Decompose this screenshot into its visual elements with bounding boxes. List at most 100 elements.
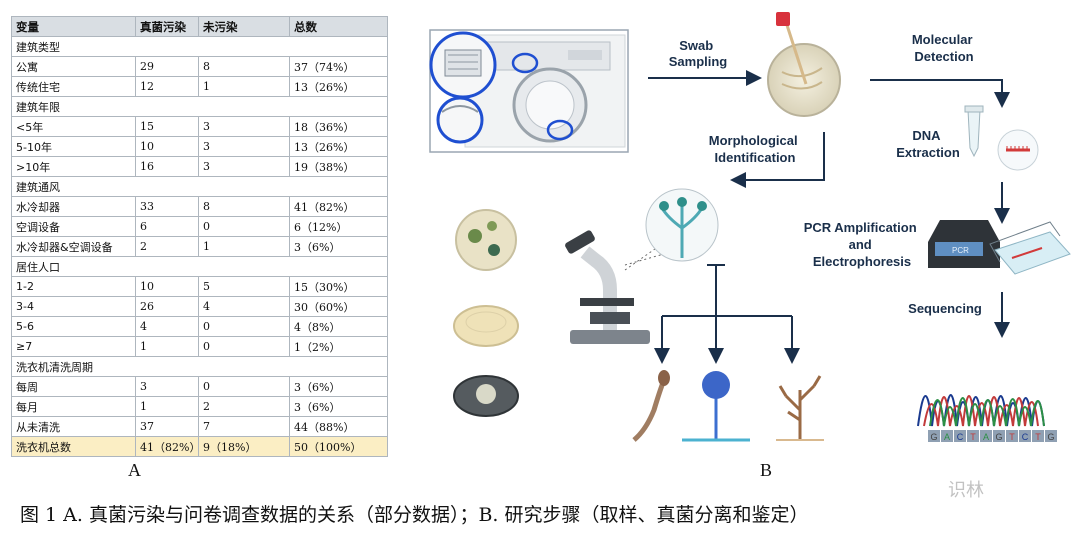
table-section-row: 洗衣机清洗周期 xyxy=(11,356,388,377)
dna-letter: T xyxy=(970,432,976,442)
table-cell: 水冷却器 xyxy=(11,196,136,217)
table-cell: 0 xyxy=(198,316,290,337)
dna-letter-box xyxy=(993,430,1005,442)
table-cell: 5 xyxy=(198,276,290,297)
dna-letter: T xyxy=(1009,432,1015,442)
table-cell: 每月 xyxy=(11,396,136,417)
table-cell: 13（26%） xyxy=(289,76,388,97)
table-cell: 1 xyxy=(198,76,290,97)
table-cell: 3 xyxy=(135,376,199,397)
table-cell: 空调设备 xyxy=(11,216,136,237)
table-cell: 3 xyxy=(198,136,290,157)
sequencing-label: Sequencing xyxy=(908,301,982,316)
table-cell: 传统住宅 xyxy=(11,76,136,97)
table-section-row: 建筑通风 xyxy=(11,176,388,197)
fungus-morph-3-image xyxy=(776,375,824,441)
table-cell: 1 xyxy=(198,236,290,257)
table-cell: <5年 xyxy=(11,116,136,137)
table-cell: >10年 xyxy=(11,156,136,177)
dna-label: DNA Extraction xyxy=(896,128,960,160)
section-title: 居住人口 xyxy=(11,256,388,277)
table-section-row: 居住人口 xyxy=(11,256,388,277)
dna-letter-box xyxy=(928,430,940,442)
dna-letter-box xyxy=(1045,430,1057,442)
table-cell: 26 xyxy=(135,296,199,317)
svg-text:PCR: PCR xyxy=(952,246,969,255)
watermark: 识林 xyxy=(948,480,984,501)
table-cell: 3 xyxy=(198,116,290,137)
table-cell: 5-10年 xyxy=(11,136,136,157)
section-title: 建筑通风 xyxy=(11,176,388,197)
dna-letter-box xyxy=(1019,430,1031,442)
section-title: 建筑类型 xyxy=(11,36,388,57)
table-cell: 2 xyxy=(198,396,290,417)
dna-letter: A xyxy=(944,432,950,442)
fungus-morph-1-image xyxy=(632,370,670,442)
table-cell: 16 xyxy=(135,156,199,177)
table-header-row: 变量真菌污染未污染总数 xyxy=(11,16,388,37)
table-cell: 10 xyxy=(135,276,199,297)
table-cell: 0 xyxy=(198,336,290,357)
table-cell: 10 xyxy=(135,136,199,157)
workflow-diagram: Swab Sampling Molecular Detection Morpho… xyxy=(429,12,1071,442)
table-cell: 5-6 xyxy=(11,316,136,337)
table-cell: 公寓 xyxy=(11,56,136,77)
dna-letter-box xyxy=(980,430,992,442)
table-cell: 8 xyxy=(198,56,290,77)
table-cell: 1 xyxy=(135,396,199,417)
microscope-image xyxy=(565,230,650,344)
table-cell: 12 xyxy=(135,76,199,97)
table-cell: 19（38%） xyxy=(289,156,388,177)
table-cell: 50（100%） xyxy=(289,436,388,457)
table-cell: 30（60%） xyxy=(289,296,388,317)
fungus-morph-2-image xyxy=(682,371,750,442)
hyphae-zoom-image xyxy=(624,188,719,271)
table-cell: 4（8%） xyxy=(289,316,388,337)
dna-letter-box xyxy=(1006,430,1018,442)
table-cell: 0 xyxy=(198,376,290,397)
panel-b-label: B xyxy=(760,460,773,480)
table-cell: 3（6%） xyxy=(289,376,388,397)
dna-letter: C xyxy=(1022,432,1029,442)
section-title: 洗衣机清洗周期 xyxy=(11,356,388,377)
table-cell: 6（12%） xyxy=(289,216,388,237)
table-section-row: 建筑年限 xyxy=(11,96,388,117)
table-section-row: 建筑类型 xyxy=(11,36,388,57)
table-cell: 洗衣机总数 xyxy=(11,436,136,457)
petri-dish-swab-image xyxy=(767,12,841,117)
table-cell: 13（26%） xyxy=(289,136,388,157)
morph-label: Morphological Identification xyxy=(709,133,801,165)
table-cell: 3（6%） xyxy=(289,396,388,417)
molecular-label: Molecular Detection xyxy=(912,32,976,64)
table-header-cell: 总数 xyxy=(289,16,388,37)
table-cell: 0 xyxy=(198,216,290,237)
table-header-cell: 未污染 xyxy=(198,16,290,37)
table-cell: 水冷却器&空调设备 xyxy=(11,236,136,257)
table-cell: 7 xyxy=(198,416,290,437)
table-cell: 3 xyxy=(198,156,290,177)
table-cell: 37 xyxy=(135,416,199,437)
table-cell: 从未清洗 xyxy=(11,416,136,437)
figure-caption: 图 1 A. 真菌污染与问卷调查数据的关系（部分数据）；B. 研究步骤（取样、真… xyxy=(20,504,809,526)
swab-label: Swab Sampling xyxy=(669,38,728,69)
dna-letter: G xyxy=(995,432,1002,442)
culture-plate-2-image xyxy=(453,305,519,347)
table-cell: 15（30%） xyxy=(289,276,388,297)
dna-letter-box xyxy=(967,430,979,442)
dna-letter-box xyxy=(941,430,953,442)
table-cell: 3-4 xyxy=(11,296,136,317)
table-cell: 1 xyxy=(135,336,199,357)
panel-a-label: A xyxy=(128,460,141,480)
dna-letter: T xyxy=(1035,432,1041,442)
table-cell: 每周 xyxy=(11,376,136,397)
